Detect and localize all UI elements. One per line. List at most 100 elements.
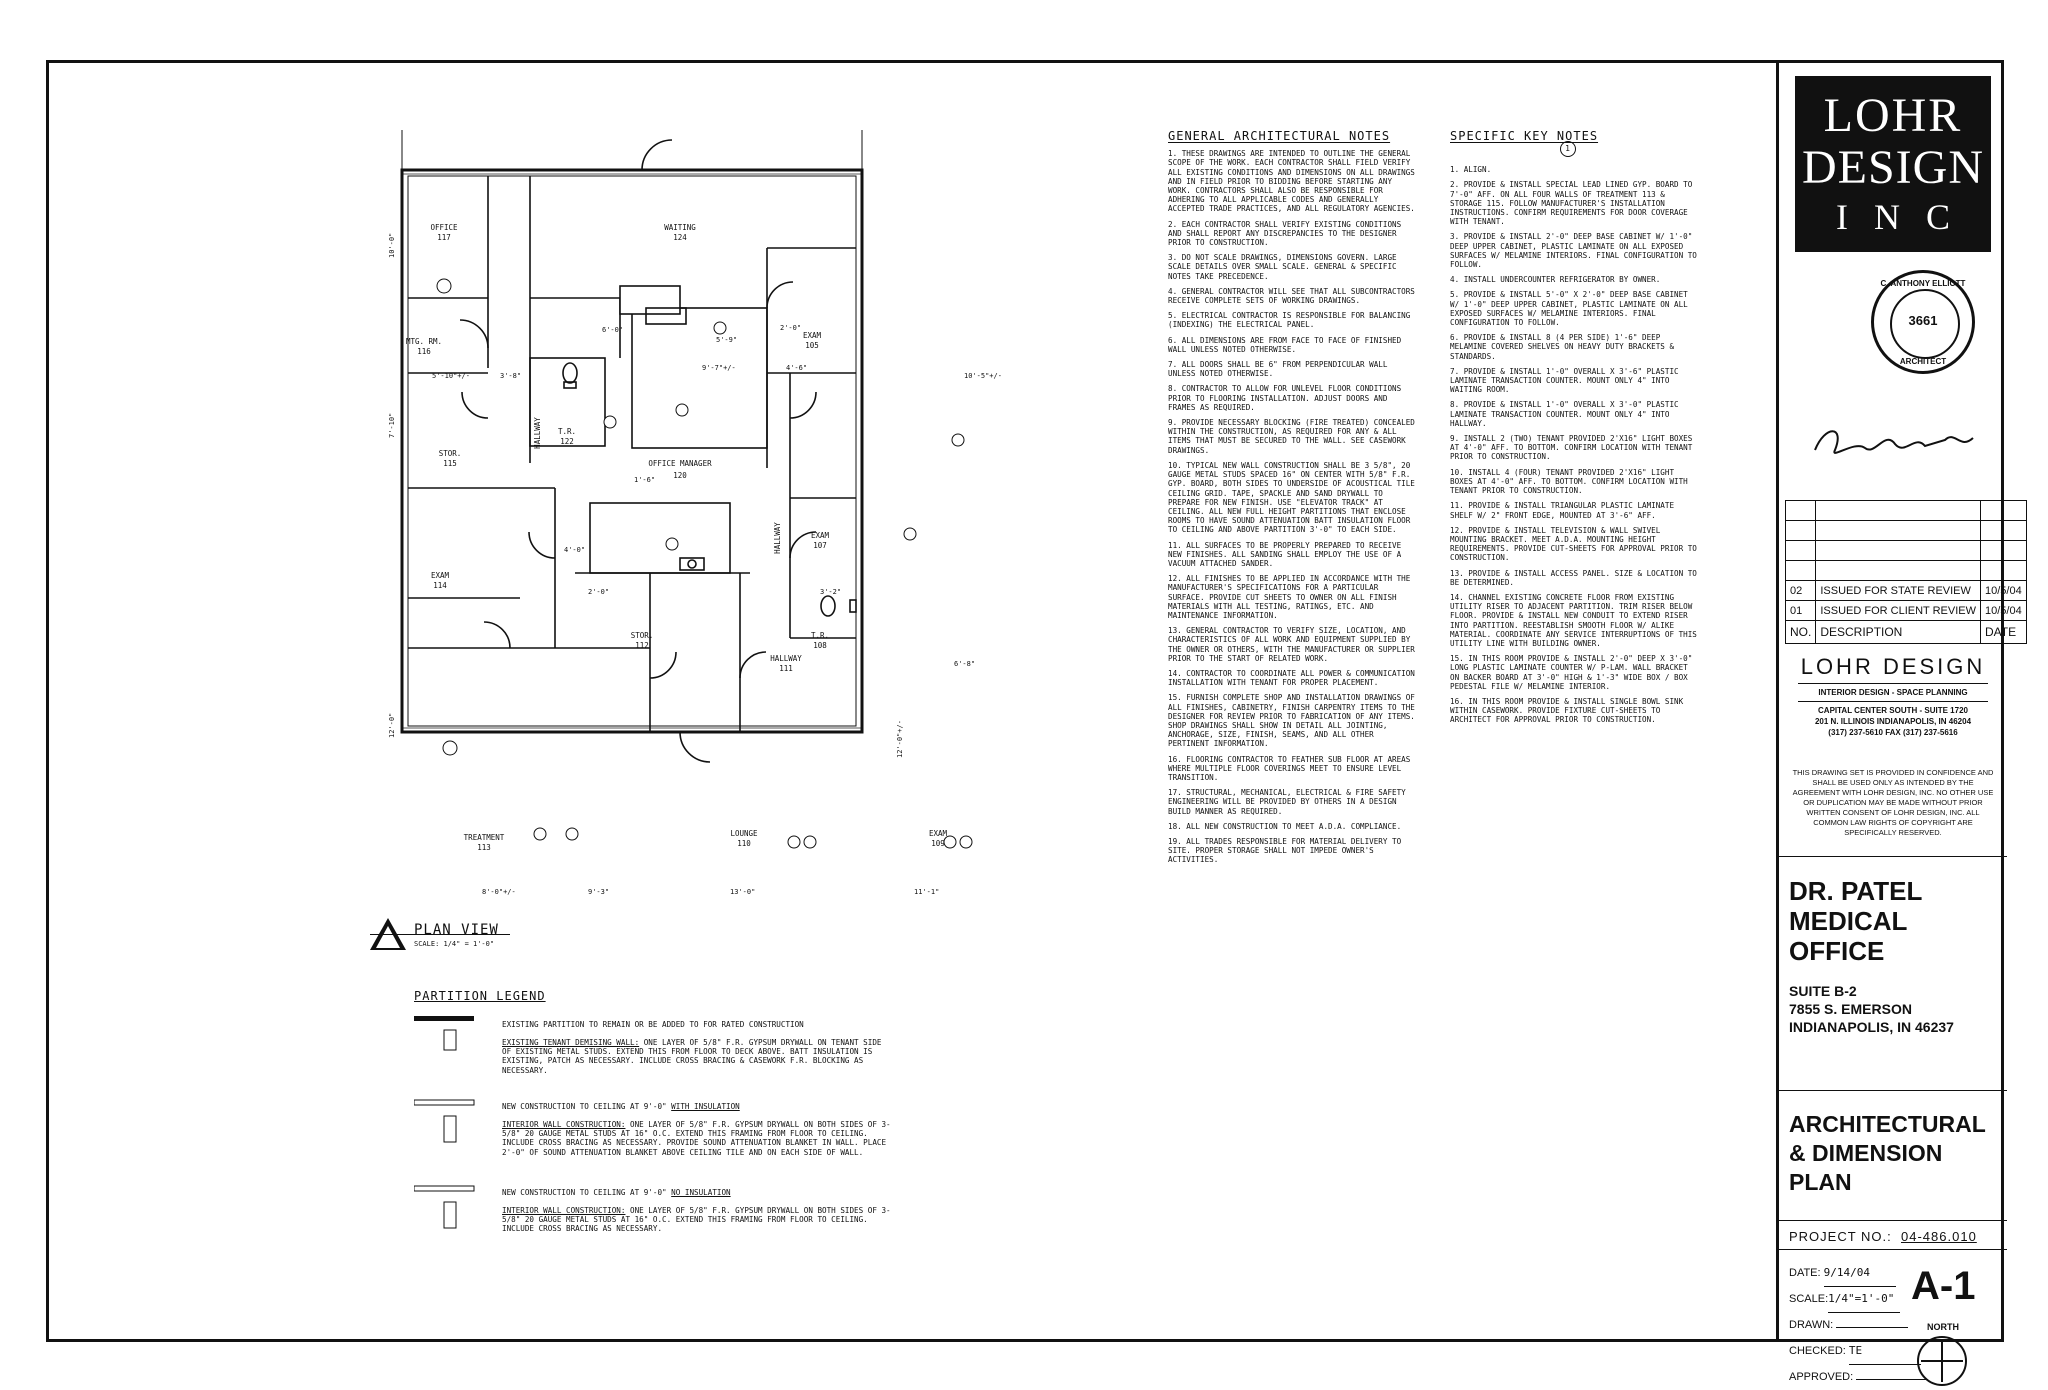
key-note-item: 5. PROVIDE & INSTALL 5'-0" X 2'-0" DEEP … xyxy=(1450,290,1688,328)
dimension: 12'-0"+/- xyxy=(896,720,904,758)
general-note-item: 7. ALL DOORS SHALL BE 6" FROM PERPENDICU… xyxy=(1168,360,1388,379)
dimension: 2'-0" xyxy=(588,588,609,596)
revision-no xyxy=(1784,520,1817,541)
dimension: 1'-6" xyxy=(634,476,655,484)
room-label: STOR. xyxy=(439,449,462,458)
room-number: 111 xyxy=(779,664,793,673)
room-label: LOUNGE xyxy=(730,829,758,838)
room-number: 115 xyxy=(443,459,457,468)
room-label: EXAM xyxy=(803,331,822,340)
sheet-border xyxy=(46,60,2004,1342)
dimension: 6'-8" xyxy=(954,660,975,668)
key-note-item: 1. ALIGN. xyxy=(1450,165,1492,175)
room-number: 112 xyxy=(635,641,649,650)
key-note-item: 10. INSTALL 4 (FOUR) TENANT PROVIDED 2'X… xyxy=(1450,467,1688,496)
general-note-item: 3. DO NOT SCALE DRAWINGS, DIMENSIONS GOV… xyxy=(1168,253,1397,281)
general-note-item: 10. TYPICAL NEW WALL CONSTRUCTION SHALL … xyxy=(1168,460,1415,535)
sheet-title: ARCHITECTURAL & DIMENSION PLAN xyxy=(1789,1111,1986,1195)
revision-date xyxy=(1980,560,2027,581)
dimension: 6'-0" xyxy=(602,326,623,334)
room-number: 120 xyxy=(673,471,687,480)
firm-info: LOHR DESIGN INTERIOR DESIGN - SPACE PLAN… xyxy=(1779,640,2007,738)
room-label: MTG. RM. xyxy=(406,337,442,346)
room-number: 114 xyxy=(433,581,447,590)
architect-signature-icon xyxy=(1814,430,1974,454)
general-note-item: 8. CONTRACTOR TO ALLOW FOR UNLEVEL FLOOR… xyxy=(1168,384,1402,412)
room-number: 105 xyxy=(805,341,819,350)
room-label: EXAM xyxy=(431,571,450,580)
revision-row xyxy=(1784,540,2027,561)
room-label: WAITING xyxy=(664,223,696,232)
key-note-item: 9. INSTALL 2 (TWO) TENANT PROVIDED 2'X16… xyxy=(1450,434,1693,462)
north-arrow-icon xyxy=(1917,1336,1967,1386)
revision-no: 02 xyxy=(1784,580,1817,601)
revision-row xyxy=(1784,500,2027,521)
key-note-item: 12. PROVIDE & INSTALL TELEVISION & WALL … xyxy=(1450,525,1697,563)
dimension: 4'-0" xyxy=(564,546,585,554)
general-notes: GENERAL ARCHITECTURAL NOTES 1. THESE DRA… xyxy=(1168,129,1418,871)
room-label: HALLWAY xyxy=(533,417,542,449)
dimension: 12'-0" xyxy=(388,713,396,738)
dimension: 10'-0" xyxy=(388,233,396,258)
disclaimer: THIS DRAWING SET IS PROVIDED IN CONFIDEN… xyxy=(1792,768,1994,837)
plan-view-label: PLAN VIEW xyxy=(414,922,499,938)
revision-description xyxy=(1815,500,1981,521)
partition-legend: PARTITION LEGEND EXISTING PARTITION TO R… xyxy=(414,990,891,1233)
dimension: 5'-9" xyxy=(716,336,737,344)
revision-no xyxy=(1784,540,1817,561)
general-note-item: 19. ALL TRADES RESPONSIBLE FOR MATERIAL … xyxy=(1168,837,1402,865)
key-notes-tag: 1 xyxy=(1560,141,1576,158)
room-number: 108 xyxy=(813,641,827,650)
room-number: 107 xyxy=(813,541,827,550)
key-note-item: 8. PROVIDE & INSTALL 1'-0" OVERALL X 3'-… xyxy=(1450,400,1679,428)
revision-description xyxy=(1815,540,1981,561)
revision-description xyxy=(1815,560,1981,581)
north-label: NORTH xyxy=(1927,1322,1959,1332)
revision-description xyxy=(1815,520,1981,541)
revision-date xyxy=(1980,540,2027,561)
general-note-item: 16. FLOORING CONTRACTOR TO FEATHER SUB F… xyxy=(1168,754,1411,782)
key-note-item: 6. PROVIDE & INSTALL 8 (4 PER SIDE) 1'-6… xyxy=(1450,333,1675,361)
revision-date: 10/5/04 xyxy=(1980,580,2027,601)
legend-row-demising: EXISTING TENANT DEMISING WALL: ONE LAYER… xyxy=(502,1038,882,1075)
room-label: HALLWAY xyxy=(770,654,802,663)
revision-no: 01 xyxy=(1784,600,1817,621)
room-label: EXAM xyxy=(811,531,830,540)
dimension: 10'-5"+/- xyxy=(964,372,1002,380)
revision-header-description: DESCRIPTION xyxy=(1815,620,1981,644)
lohr-design-logo: LOHR DESIGN INC xyxy=(1795,76,1991,252)
room-number: 110 xyxy=(737,839,751,848)
legend-row-new-no-insulation: NEW CONSTRUCTION TO CEILING AT 9'-0" NO … xyxy=(502,1188,731,1197)
general-note-item: 15. FURNISH COMPLETE SHOP AND INSTALLATI… xyxy=(1168,693,1415,749)
room-number: 109 xyxy=(931,839,945,848)
general-notes-title: GENERAL ARCHITECTURAL NOTES xyxy=(1168,129,1391,143)
room-number: 122 xyxy=(560,437,574,446)
revision-header-date: DATE xyxy=(1980,620,2027,644)
key-note-item: 3. PROVIDE & INSTALL 2'-0" DEEP BASE CAB… xyxy=(1450,232,1697,270)
revision-date: 10/5/04 xyxy=(1980,600,2027,621)
room-label: EXAM xyxy=(929,829,948,838)
firm-name: LOHR DESIGN xyxy=(1800,654,1986,679)
legend-row-interior-insulated: INTERIOR WALL CONSTRUCTION: ONE LAYER OF… xyxy=(502,1120,891,1157)
legend-swatches xyxy=(414,1016,475,1229)
general-note-item: 2. EACH CONTRACTOR SHALL VERIFY EXISTING… xyxy=(1168,219,1402,248)
revision-description: ISSUED FOR STATE REVIEW xyxy=(1815,580,1981,601)
specific-key-notes: SPECIFIC KEY NOTES 1 1. ALIGN.2. PROVIDE… xyxy=(1450,130,1700,731)
revision-date xyxy=(1980,500,2027,521)
general-note-item: 5. ELECTRICAL CONTRACTOR IS RESPONSIBLE … xyxy=(1168,311,1411,330)
room-label: OFFICE xyxy=(430,223,458,232)
revision-row xyxy=(1784,560,2027,581)
dimension: 5'-10"+/- xyxy=(432,372,470,380)
general-note-item: 1. THESE DRAWINGS ARE INTENDED TO OUTLIN… xyxy=(1168,149,1415,214)
key-notes-title: SPECIFIC KEY NOTES 1 xyxy=(1450,130,1700,158)
room-label: T.R. xyxy=(811,631,829,640)
architect-seal-icon: C. ANTHONY ELLIOTT 3661 ARCHITECT xyxy=(1871,270,1975,374)
key-note-item: 14. CHANNEL EXISTING CONCRETE FLOOR FROM… xyxy=(1450,592,1697,648)
revision-no xyxy=(1784,560,1817,581)
room-number: 124 xyxy=(673,233,687,242)
dimension: 9'-3" xyxy=(588,888,609,896)
